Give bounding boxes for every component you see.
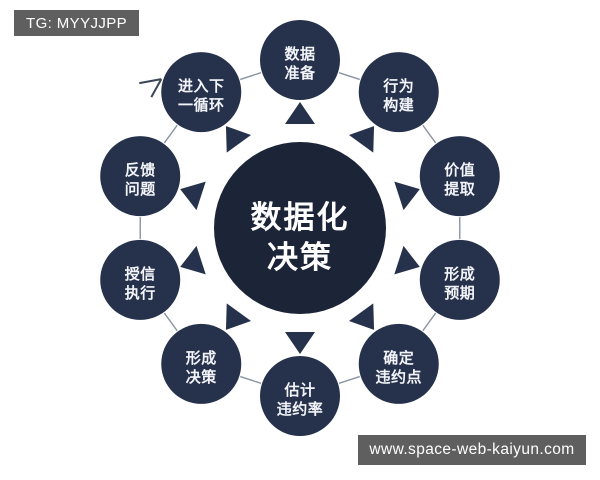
node-circle — [358, 323, 439, 404]
connector-line — [338, 72, 360, 81]
node-circle — [260, 20, 340, 100]
node-label-line1: 数据 — [284, 45, 315, 63]
url-watermark-badge: www.space-web-kaiyun.com — [358, 435, 586, 465]
node-label-line1: 授信 — [125, 265, 156, 283]
node-label-line2: 决策 — [186, 368, 218, 386]
node-label-line2: 问题 — [125, 180, 157, 198]
center-label-line1: 数据化 — [251, 200, 350, 235]
node-label-line2: 构建 — [383, 96, 415, 114]
node-circle — [419, 239, 500, 320]
center-node[interactable]: 数据化 决策 — [214, 142, 386, 314]
connector-line — [422, 312, 437, 332]
connector-ring — [139, 72, 461, 384]
node-label-line1: 形成 — [444, 265, 475, 283]
node-label-line2: 执行 — [125, 284, 156, 302]
cycle-return-arrowhead — [139, 78, 163, 98]
flow-arrow — [225, 303, 252, 330]
node-label-line2: 预期 — [444, 284, 475, 302]
node-label-line2: 准备 — [284, 64, 316, 82]
node-circle — [358, 52, 439, 133]
flow-arrow — [394, 245, 420, 275]
node-circle — [260, 356, 340, 436]
node-group: 数据准备行为构建价值提取形成预期确定违约点估计违约率形成决策授信执行反馈问题进入… — [100, 20, 500, 436]
node-label-line2: 违约率 — [277, 400, 324, 418]
node-circle — [419, 136, 500, 217]
node-circle — [161, 52, 242, 133]
connector-line — [240, 72, 262, 81]
node-label-line1: 反馈 — [125, 161, 156, 179]
flow-arrow — [180, 245, 206, 275]
node-label-line1: 形成 — [186, 349, 217, 367]
node-label-line1: 确定 — [383, 349, 414, 367]
connector-line — [240, 375, 262, 384]
node-label-line1: 进入下 — [178, 78, 225, 95]
tg-watermark-badge: TG: MYYJJPP — [14, 10, 140, 36]
connector-line — [338, 375, 360, 384]
node-label-line1: 估计 — [283, 381, 315, 399]
node-circle — [100, 136, 181, 217]
flow-arrow — [348, 126, 375, 153]
node-label-line2: 违约点 — [375, 368, 422, 386]
flow-arrow — [348, 303, 375, 330]
node-label-line2: 提取 — [444, 181, 476, 198]
connector-line — [422, 124, 437, 144]
node-label-line2: 一循环 — [178, 96, 225, 114]
node-label-line1: 行为 — [382, 77, 414, 95]
flow-arrow — [285, 332, 315, 354]
flow-arrow — [285, 102, 315, 124]
flow-arrow — [180, 181, 206, 211]
center-label-line2: 决策 — [267, 240, 333, 275]
node-circle — [100, 239, 181, 320]
flow-arrow — [225, 126, 252, 153]
connector-line — [163, 124, 178, 144]
node-label-line1: 价值 — [444, 161, 475, 179]
connector-line — [163, 312, 178, 332]
flow-arrow — [394, 181, 420, 211]
arrow-group — [180, 102, 420, 354]
node-circle — [161, 323, 242, 404]
center-circle — [214, 142, 386, 314]
